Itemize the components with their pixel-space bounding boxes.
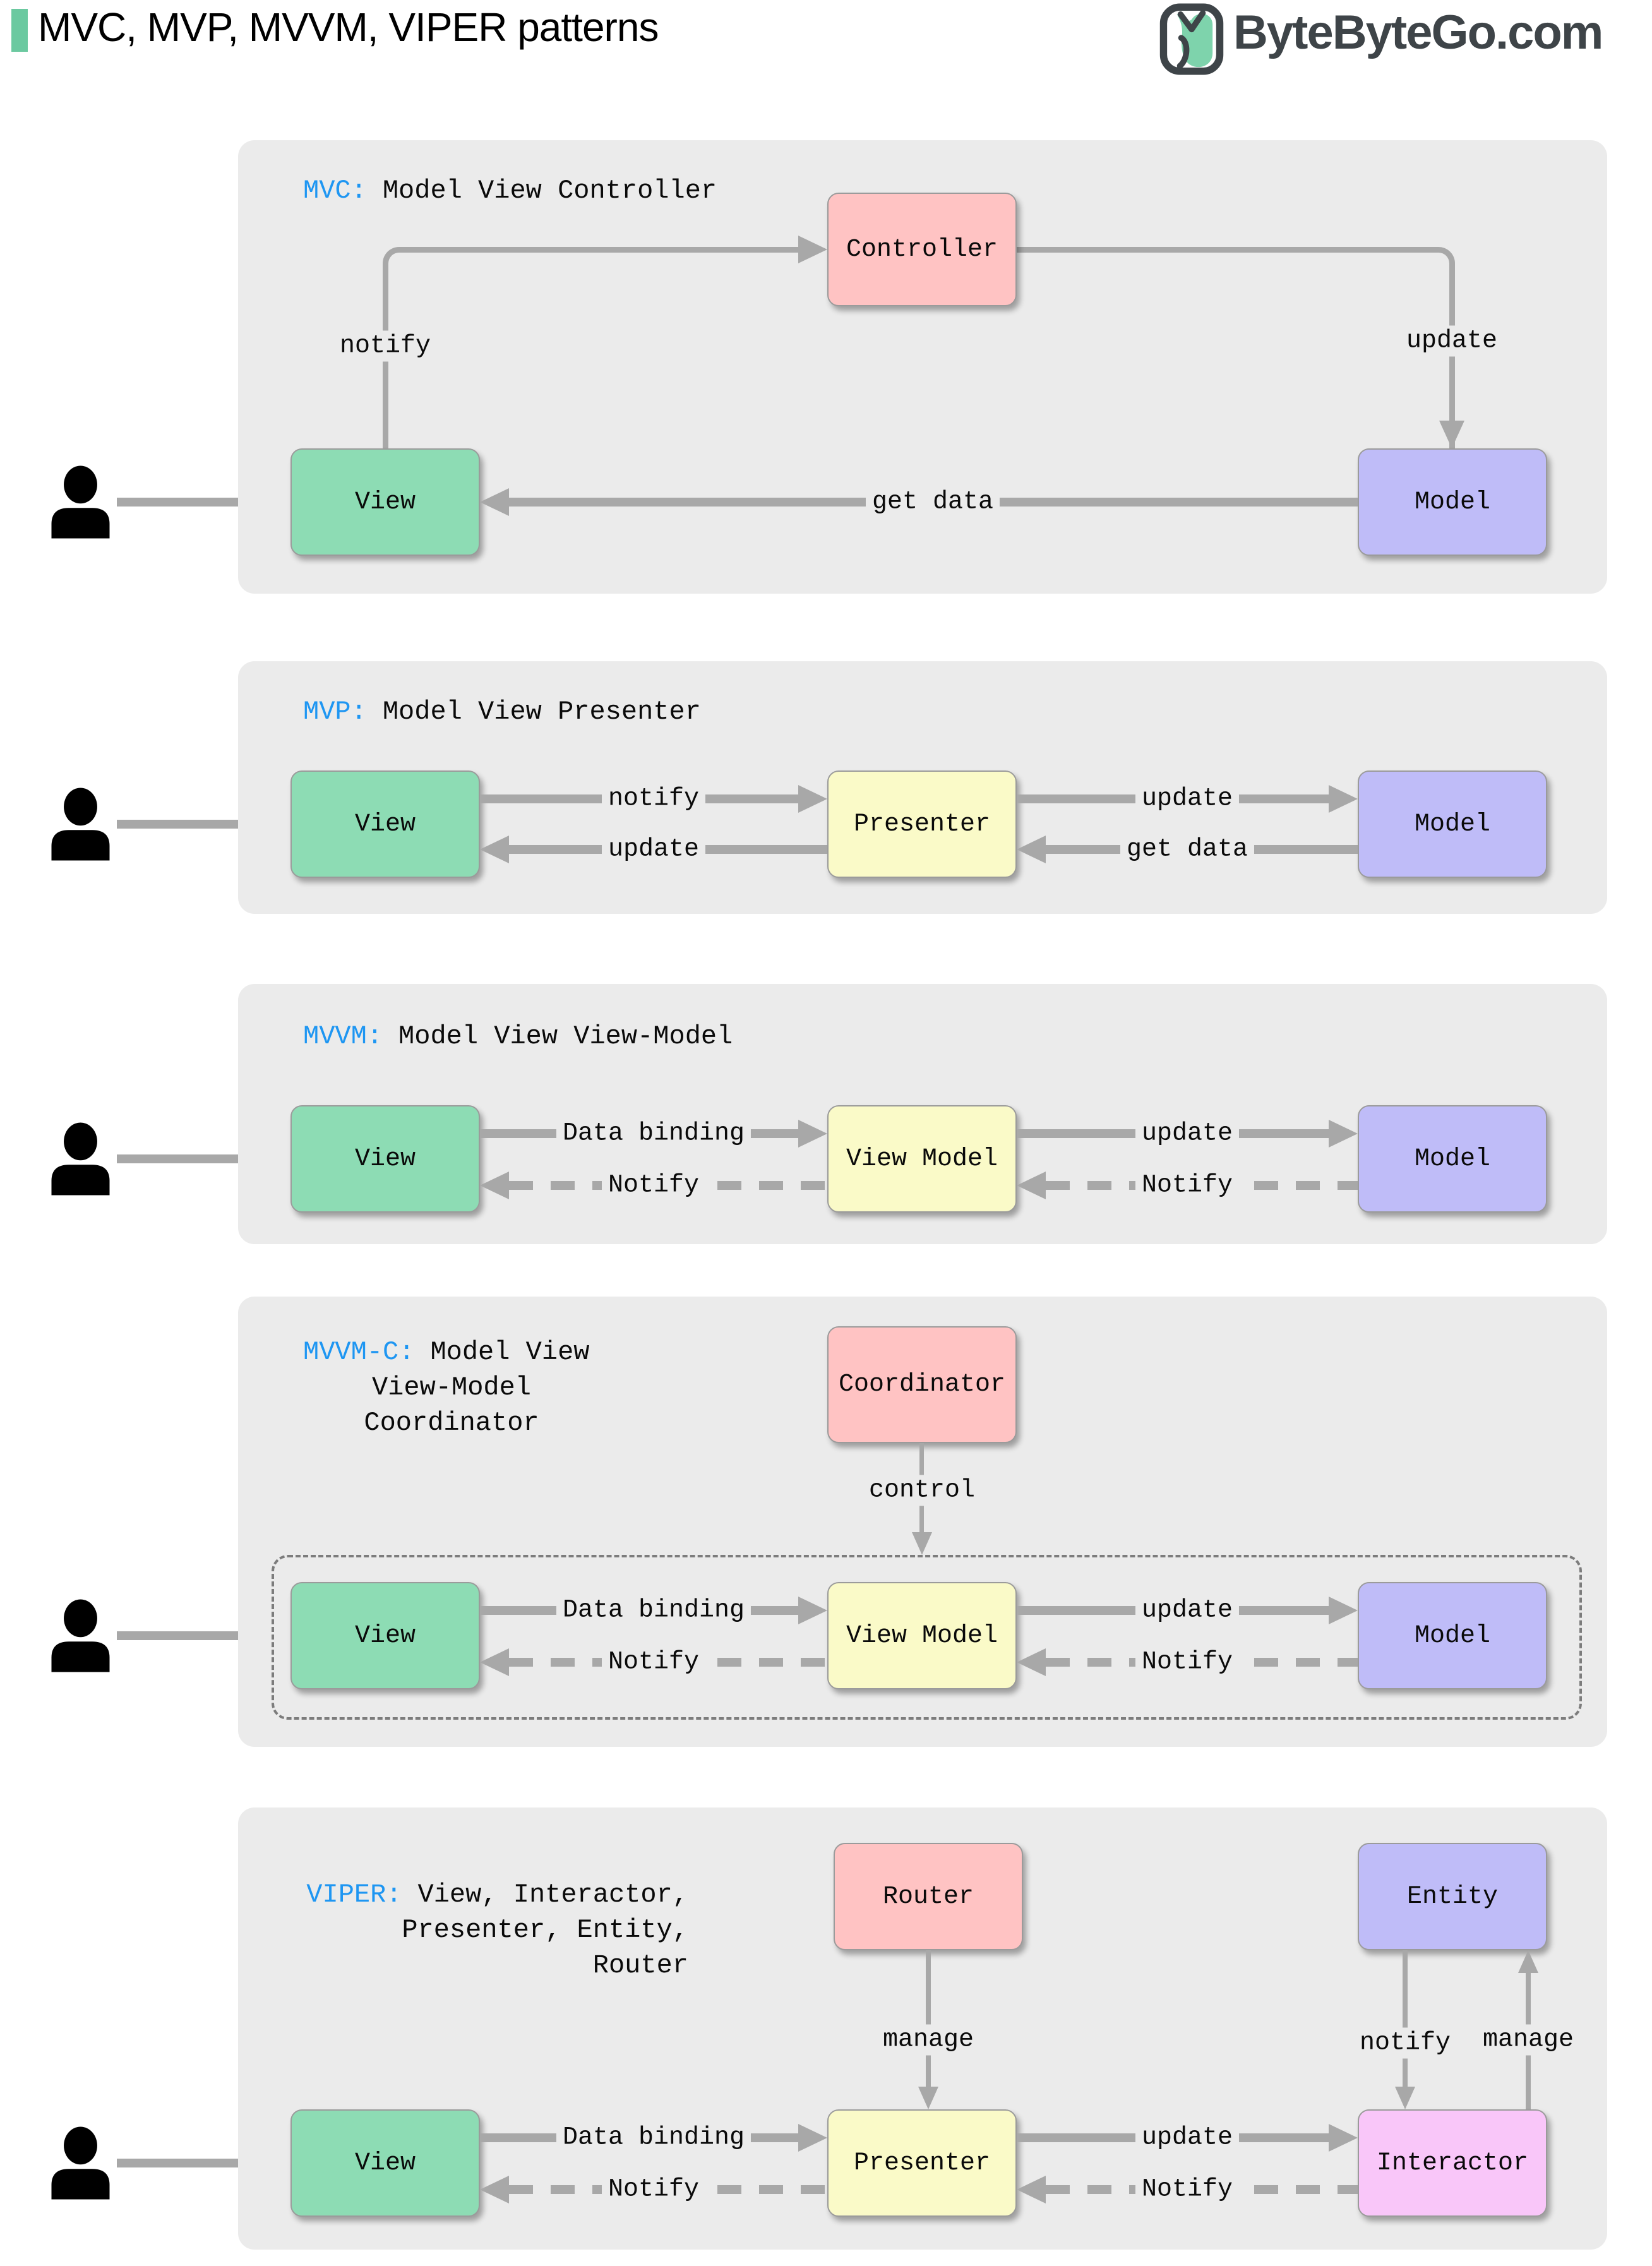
user-icon [51, 788, 110, 861]
arrow-label-update: update [1135, 1595, 1240, 1626]
arrow-label-notify: notify [601, 783, 706, 815]
arrow-control-head [912, 1532, 932, 1555]
panel-mvc-title: MVC:Model View Controller [303, 176, 717, 206]
arrow-label-update: update [1135, 783, 1240, 815]
arrow-notify-vm-head [1017, 1172, 1046, 1199]
arrow-label-notify-view: Notify [601, 1646, 706, 1678]
panel-viper-abbr: VIPER: [306, 1879, 402, 1910]
arrow-label-notify-vm: Notify [1135, 1646, 1240, 1678]
box-controller: Controller [827, 193, 1017, 306]
box-view: View [290, 1582, 480, 1689]
arrow-label-get-data: get data [1120, 834, 1255, 865]
box-entity: Entity [1358, 1843, 1547, 1950]
arrow-update-head [1329, 1597, 1358, 1624]
arrow-notify-view-head [480, 1648, 509, 1676]
arrow-label-data-binding: Data binding [556, 2122, 751, 2154]
box-presenter: Presenter [827, 770, 1017, 878]
user-arrow-line [117, 1154, 262, 1163]
box-model: Model [1358, 448, 1547, 556]
panel-mvc: MVC:Model View Controller notify update … [238, 140, 1607, 594]
panel-mvvmc-abbr: MVVM-C: [303, 1337, 415, 1367]
arrow-label-notify-presenter: Notify [1135, 2174, 1240, 2205]
panel-viper-title: VIPER:View, Interactor, Presenter, Entit… [306, 1879, 688, 1981]
mvvm-subsystem-outline [272, 1555, 1582, 1720]
arrow-update-elbow [1017, 247, 1455, 448]
arrow-manage-router-head [918, 2087, 938, 2109]
box-presenter: Presenter [827, 2109, 1017, 2217]
arrow-manage-router-line [926, 1950, 931, 2087]
arrow-label-get-data: get data [865, 486, 1000, 518]
arrow-notify-entity-line [1403, 1950, 1408, 2087]
user-arrow-line [117, 498, 262, 507]
arrow-label-notify-entity: notify [1353, 2027, 1457, 2059]
user-arrow-line [117, 1631, 262, 1640]
box-view: View [290, 448, 480, 556]
arrow-data-binding-head [798, 1597, 827, 1624]
arrow-update-head [1329, 2124, 1358, 2152]
arrow-get-data-head [480, 488, 509, 516]
panel-mvvm-abbr: MVVM: [303, 1021, 383, 1052]
arrow-label-data-binding: Data binding [556, 1118, 751, 1149]
user-icon [51, 2126, 110, 2200]
box-view-model: View Model [827, 1582, 1017, 1689]
arrow-notify-vm-head [1017, 1648, 1046, 1676]
arrow-label-notify: notify [333, 330, 438, 362]
user-arrow-line [117, 820, 262, 829]
user-arrow-line [117, 2159, 262, 2167]
panel-mvp-abbr: MVP: [303, 697, 367, 727]
arrow-update-head [1329, 1120, 1358, 1148]
panel-mvp-title: MVP:Model View Presenter [303, 697, 701, 727]
user-icon [51, 1599, 110, 1672]
arrow-notify-presenter-head [1017, 2176, 1046, 2203]
user-icon [51, 1122, 110, 1196]
panel-mvvm-title: MVVM:Model View View-Model [303, 1021, 733, 1052]
arrow-label-manage-router: manage [876, 2024, 981, 2056]
arrow-label-notify-view: Notify [601, 1170, 706, 1201]
box-router: Router [834, 1843, 1023, 1950]
arrow-update-head [1439, 421, 1464, 448]
box-coordinator: Coordinator [827, 1326, 1017, 1443]
page-title: MVC, MVP, MVVM, VIPER patterns [38, 4, 659, 50]
arrow-label-notify-vm: Notify [1135, 1170, 1240, 1201]
arrow-label-update-view: update [601, 834, 706, 865]
box-model: Model [1358, 770, 1547, 878]
arrow-label-manage-entity: manage [1476, 2024, 1581, 2056]
arrow-data-binding-head [798, 1120, 827, 1148]
arrow-get-data-head [1017, 836, 1046, 863]
box-model: Model [1358, 1105, 1547, 1213]
bytebytego-bird-icon [1159, 3, 1224, 75]
arrow-label-update: update [1135, 2122, 1240, 2154]
arrow-notify-view-head [480, 2176, 509, 2203]
arrow-data-binding-head [798, 2124, 827, 2152]
box-view: View [290, 770, 480, 878]
arrow-notify-elbow [383, 247, 800, 448]
arrow-notify-head [798, 785, 827, 813]
arrow-notify-entity-head [1395, 2087, 1415, 2109]
panel-mvvmc-title: MVVM-C:Model View View-Model Coordinator [303, 1337, 590, 1438]
box-model: Model [1358, 1582, 1547, 1689]
box-view: View [290, 1105, 480, 1213]
arrow-notify-head [798, 236, 827, 263]
user-icon [51, 465, 110, 539]
arrow-label-data-binding: Data binding [556, 1595, 751, 1626]
box-view-model: View Model [827, 1105, 1017, 1213]
arrow-label-notify-view: Notify [601, 2174, 706, 2205]
arrow-notify-view-head [480, 1172, 509, 1199]
brand-name: ByteByteGo.com [1233, 6, 1603, 59]
arrow-update-head [1329, 785, 1358, 813]
panel-mvp: MVP:Model View Presenter View Presenter … [238, 661, 1607, 914]
panel-viper: VIPER:View, Interactor, Presenter, Entit… [238, 1807, 1607, 2250]
arrow-label-control: control [862, 1475, 982, 1506]
box-interactor: Interactor [1358, 2109, 1547, 2217]
panel-mvc-abbr: MVC: [303, 176, 367, 206]
panel-mvvm: MVVM:Model View View-Model View View Mod… [238, 984, 1607, 1244]
arrow-label-update: update [1135, 1118, 1240, 1149]
brand-logo: ByteByteGo.com [1159, 3, 1603, 76]
title-accent-bar [11, 9, 28, 52]
arrow-manage-entity-head [1518, 1950, 1538, 1973]
box-view: View [290, 2109, 480, 2217]
arrow-label-update: update [1399, 325, 1504, 357]
panel-mvvmc: MVVM-C:Model View View-Model Coordinator… [238, 1297, 1607, 1747]
arrow-update-view-head [480, 836, 509, 863]
